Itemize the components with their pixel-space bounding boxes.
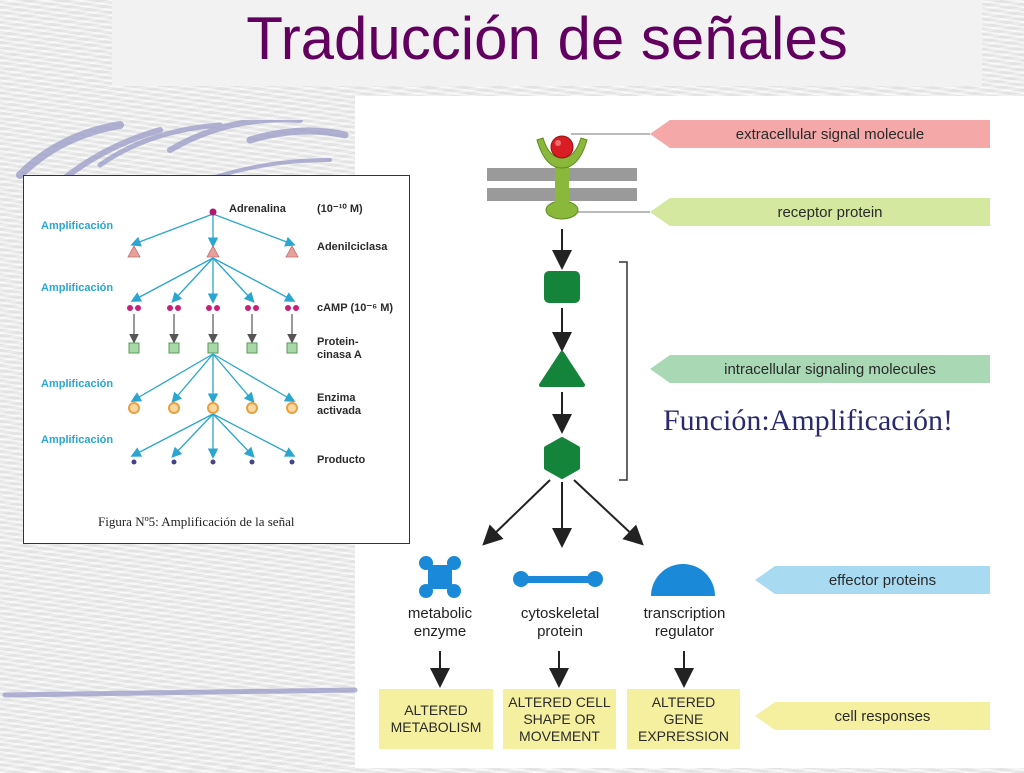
response-box [503, 689, 616, 749]
triangle-icon [127, 245, 141, 258]
signaling-pathway-diagram: extracellular signal molecule receptor p… [355, 96, 1024, 773]
amplification-arrow [212, 353, 296, 402]
amplification-arrow [212, 213, 296, 247]
amplification-arrow [212, 257, 255, 303]
label-intracellular-signaling-molecules: intracellular signaling molecules [724, 360, 936, 378]
transcription-regulator-icon [651, 564, 715, 596]
square-icon [128, 342, 140, 354]
intracellular-hexagon-icon [544, 437, 580, 479]
small-dot-icon [171, 459, 177, 465]
small-dot-icon [131, 459, 137, 465]
pathway-graphics [379, 120, 990, 749]
dot-icon [209, 208, 217, 216]
label-banner-receptor [650, 198, 990, 226]
amplification-label: Amplificación [41, 220, 114, 232]
dot-pair-icon [127, 305, 133, 311]
cytoskeletal-protein-icon [513, 571, 603, 587]
amplification-arrow [212, 413, 255, 458]
label-extracellular-signal-molecule: extracellular signal molecule [735, 125, 925, 143]
dot-pair-icon [167, 305, 173, 311]
ring-icon [128, 402, 140, 414]
amplification-arrow [130, 413, 214, 457]
intracellular-triangle-icon [539, 351, 585, 387]
ring-icon [246, 402, 258, 414]
dot-pair-icon [214, 305, 220, 311]
amplification-figure: Amplificación Amplificación Amplificació… [23, 175, 410, 544]
amplification-arrow [130, 213, 214, 247]
dot-pair-icon [175, 305, 181, 311]
label-receptor-protein: receptor protein [777, 203, 883, 221]
ring-icon [168, 402, 180, 414]
small-dot-icon [210, 459, 216, 465]
label-cell-responses: cell responses [834, 707, 931, 725]
stage-label-producto: Producto [317, 454, 366, 466]
intracellular-bracket [619, 261, 628, 481]
dot-pair-icon [245, 305, 251, 311]
decorative-strokes [2, 120, 358, 698]
response-box [379, 689, 493, 749]
ring-icon [286, 402, 298, 414]
small-dot-icon [289, 459, 295, 465]
dot-pair-icon [293, 305, 299, 311]
amplification-highlight: Función:Amplificación! [663, 404, 953, 437]
label-effector-proteins: effector proteins [828, 571, 937, 589]
amplification-arrow [212, 353, 255, 403]
title-band [112, 0, 982, 86]
amplification-arrow [212, 413, 296, 457]
dot-pair-icon [135, 305, 141, 311]
square-icon [168, 342, 180, 354]
amplification-arrow [212, 257, 296, 302]
triangle-icon [206, 245, 220, 258]
amplification-arrow [171, 257, 214, 303]
stage-note-adrenalina: (10⁻¹⁰ M) [317, 203, 363, 215]
intracellular-square-icon [544, 271, 580, 303]
square-icon [207, 342, 219, 354]
square-icon [246, 342, 258, 354]
amplification-label: Amplificación [41, 282, 114, 294]
amplification-arrow [171, 353, 214, 403]
figure-caption: Figura Nº5: Amplificación de la señal [98, 514, 295, 529]
stage-label-proteincinasa: Protein-cinasa A [317, 336, 362, 361]
stage-label-camp: cAMP (10⁻⁶ M) [317, 302, 394, 314]
dot-pair-icon [253, 305, 259, 311]
dot-pair-icon [285, 305, 291, 311]
amplification-label: Amplificación [41, 378, 114, 390]
label-banner-intracellular [650, 355, 990, 383]
label-banner-responses [755, 702, 990, 730]
metabolic-enzyme-icon [419, 556, 461, 598]
signal-molecule-icon [550, 135, 574, 159]
stage-label-adenilciclasa: Adenilciclasa [317, 241, 388, 253]
dot-pair-icon [206, 305, 212, 311]
page-title: Traducción de señales [246, 5, 848, 72]
response-box [627, 689, 740, 749]
square-icon [286, 342, 298, 354]
label-banner-effector [755, 566, 990, 594]
stage-label-adrenalina: Adrenalina [229, 203, 286, 215]
ring-icon [207, 402, 219, 414]
amplification-arrow [130, 257, 214, 302]
amplification-cascade [127, 208, 299, 465]
amplification-arrow [171, 413, 214, 458]
triangle-icon [285, 245, 299, 258]
label-banner-extracellular [650, 120, 990, 148]
small-dot-icon [249, 459, 255, 465]
amplification-arrow [130, 353, 214, 402]
receptor-protein-icon [536, 137, 588, 220]
amplification-label: Amplificación [41, 434, 114, 446]
